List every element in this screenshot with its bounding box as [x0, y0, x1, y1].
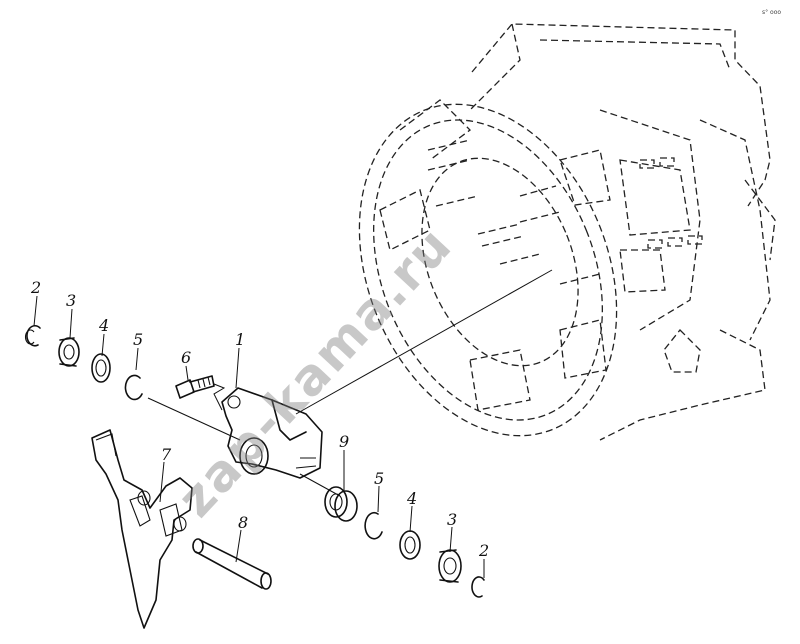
callout-4-left: 4: [98, 316, 109, 335]
clutch-housing: [358, 23, 776, 441]
part-8-shaft: [192, 538, 272, 590]
part-3-bearing-right: [438, 549, 462, 583]
callout-4-right: 4: [406, 489, 417, 508]
callout-2-right: 2: [478, 541, 489, 560]
callout-2-left: 2: [30, 278, 41, 297]
assembly-axis-lines: [147, 269, 553, 497]
watermark: zap-kama.ru: [166, 215, 463, 528]
part-2-circlip-right: [471, 576, 485, 598]
callout-9: 9: [339, 432, 349, 451]
callout-3-left: 3: [66, 291, 76, 310]
callout-8: 8: [238, 513, 248, 532]
part-1-release-carrier: [221, 387, 323, 479]
part-5-snap-ring-right: [364, 511, 383, 540]
callout-5-left: 5: [133, 330, 143, 349]
part-7-release-fork: [91, 429, 193, 629]
corner-mark: s° ooo: [762, 9, 781, 16]
part-6-bolt: [175, 375, 215, 399]
part-2-circlip-left: [25, 325, 41, 347]
part-4-washer-right: [399, 530, 421, 560]
part-4-washer-left: [91, 353, 111, 383]
part-9-bush: [324, 486, 358, 522]
callout-5-right: 5: [374, 469, 384, 488]
callout-leaders: [33, 295, 485, 578]
callout-1: 1: [235, 330, 245, 349]
part-5-snap-ring-left: [124, 374, 143, 401]
callout-3-right: 3: [447, 510, 457, 529]
callout-6: 6: [181, 348, 191, 367]
part-3-bearing-left: [58, 337, 80, 367]
callout-labels: 2 3 4 5 6 1 7 8 9 5 4 3 2: [30, 278, 489, 560]
callout-7: 7: [161, 445, 172, 464]
